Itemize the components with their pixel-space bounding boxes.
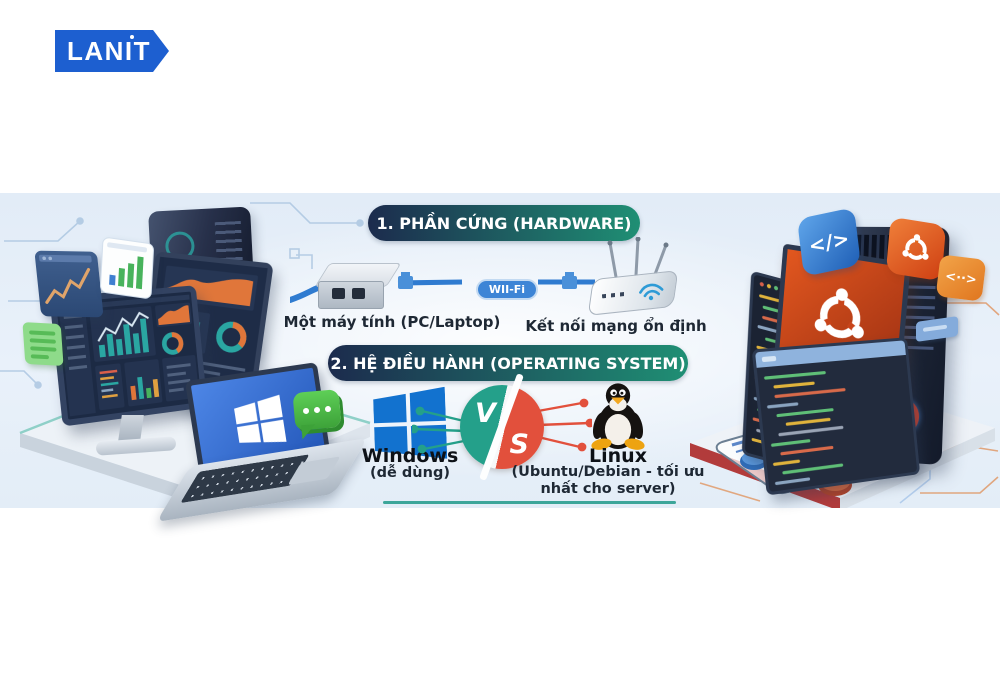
code-glyph: </> [807, 225, 851, 259]
bar-chart [107, 242, 147, 290]
section-header-os: 2. HỆ ĐIỀU HÀNH (OPERATING SYSTEM) [328, 345, 688, 381]
ubuntu-logo [808, 281, 873, 354]
main-monitor [49, 285, 208, 427]
lanit-logo: LANIT [55, 30, 169, 72]
line-chart [38, 254, 92, 304]
bottom-divider-line [383, 501, 676, 504]
dashboard-screen [56, 292, 202, 419]
linux-desc-line1: (Ubuntu/Debian - tối ưu [511, 464, 705, 480]
line-chart-card [34, 250, 104, 318]
section-header-hardware: 1. PHẦN CỨNG (HARDWARE) [368, 205, 640, 241]
windows-name: Windows [361, 445, 459, 467]
chat-dot [313, 406, 321, 414]
wifi-signal-icon [639, 283, 664, 301]
vs-circuit-left [412, 406, 467, 454]
laptop-screen [184, 362, 332, 485]
code-badge-icon: </> [796, 207, 862, 277]
vs-letter-v: V [475, 398, 496, 429]
code-badge-small-icon: <··> [935, 254, 987, 302]
title-bar-tab [761, 355, 777, 363]
vs-circuit-right [537, 398, 592, 452]
vs-letter-s: S [509, 429, 529, 460]
adapter-front [318, 281, 384, 309]
linux-name: Linux [589, 445, 647, 467]
vs-badge: V S [460, 373, 544, 481]
monitor-stand [118, 415, 144, 441]
hardware-title: 1. PHẦN CỨNG (HARDWARE) [376, 213, 632, 233]
wifi-label: WII-Fi [488, 283, 526, 296]
os-title: 2. HỆ ĐIỀU HÀNH (OPERATING SYSTEM) [330, 353, 686, 373]
logo-i-dot [130, 35, 134, 39]
ubuntu-badge-icon [885, 216, 947, 282]
list-card [22, 322, 64, 366]
bar-chart-card [99, 236, 155, 300]
linux-tux-icon [591, 383, 645, 450]
code-panel-front [751, 337, 921, 496]
infographic-banner: </> <··> 1. PHẦN CỨNG (HARDWARE) [0, 193, 1000, 523]
list-line [29, 338, 57, 344]
chat-dot [302, 407, 310, 415]
ubuntu-screen [773, 243, 911, 395]
windows-desc: (dễ dùng) [370, 465, 450, 481]
chat-dot [324, 405, 332, 413]
ubuntu-logo [902, 234, 929, 260]
code-glyph-small: <··> [944, 268, 978, 288]
windows-logo-laptop [233, 394, 287, 446]
ethernet-port [352, 288, 365, 299]
list-line [30, 346, 57, 352]
list-line [30, 354, 50, 360]
network-label: Kết nối mạng ổn định [525, 317, 707, 335]
linux-desc-line2: nhất cho server) [540, 481, 676, 497]
list-line [29, 330, 56, 336]
lanit-logo-text: LANIT [67, 36, 152, 66]
pc-adapter [314, 263, 402, 309]
pc-label: Một máy tính (PC/Laptop) [283, 313, 501, 331]
wifi-label-pill: WII-Fi [476, 279, 538, 300]
chat-bubble-icon [292, 389, 342, 431]
code-lines [763, 370, 846, 486]
ethernet-port [332, 288, 345, 299]
wifi-router [587, 237, 679, 316]
